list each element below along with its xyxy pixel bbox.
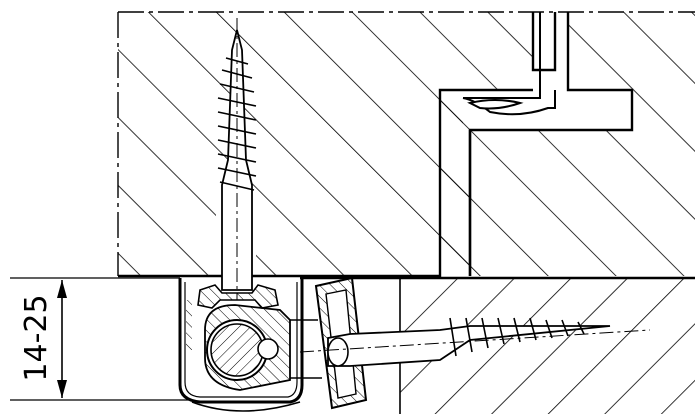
hinge-housing xyxy=(178,278,304,412)
top-screw xyxy=(217,18,257,300)
clamp xyxy=(197,284,279,309)
leaf-section xyxy=(300,276,695,414)
side-screw xyxy=(299,317,651,367)
pivot xyxy=(204,304,291,391)
dimension: 14-25 xyxy=(10,277,190,401)
dimension-label: 14-25 xyxy=(19,294,54,381)
frame-section xyxy=(117,11,695,278)
